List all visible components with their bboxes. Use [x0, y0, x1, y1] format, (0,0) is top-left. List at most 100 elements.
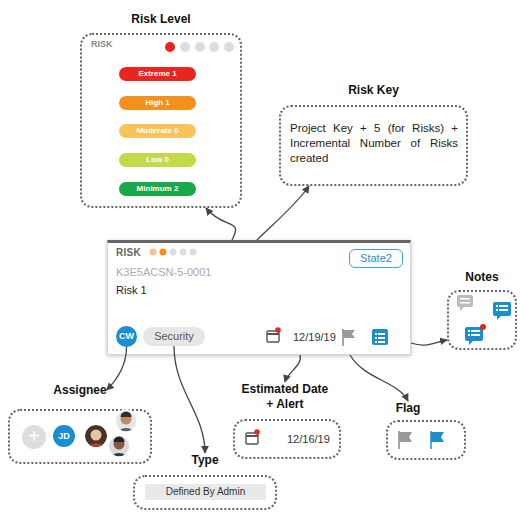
photo-face: [121, 414, 132, 425]
note-line: [460, 302, 470, 304]
callout-heading: Flag: [396, 401, 421, 415]
calendar-bar: [246, 435, 258, 437]
calendar-icon: [246, 429, 260, 444]
callout-heading: Notes: [465, 270, 498, 284]
level-label: Moderate 0: [119, 124, 196, 138]
level-pill: Minimum 2: [119, 182, 196, 196]
assignee-avatar: JD: [53, 425, 75, 447]
level-pill: Extreme 1: [119, 67, 196, 81]
assignee-callout: Assignee+JD: [8, 409, 152, 464]
assignee-photos: [85, 410, 137, 465]
note-line: [496, 305, 498, 307]
flag-variants: [399, 431, 444, 449]
flag-cloth: [399, 432, 412, 442]
note-bubble-blue: [465, 327, 483, 341]
field-value: Defined By Admin: [145, 484, 266, 500]
note-tail: [469, 340, 474, 345]
photo-bg: [115, 410, 137, 432]
level-label: Minimum 2: [119, 182, 196, 196]
photo-avatar: [115, 410, 137, 440]
photo-avatar: [85, 425, 107, 455]
flag-callout: Flag: [386, 420, 466, 460]
due-date: 12/16/19: [287, 433, 330, 445]
notes-callout: Notes: [447, 290, 517, 350]
add-sign: +: [22, 425, 46, 449]
risk-level-dots: [165, 42, 234, 52]
note-line: [471, 330, 480, 332]
type-callout: TypeDefined By Admin: [133, 475, 277, 510]
photo-face: [114, 439, 125, 450]
photo-bg: [108, 435, 130, 457]
callout-heading: Type: [191, 453, 218, 467]
risk-level-callout: Risk LevelRISKExtreme 1High 1Moderate 0L…: [80, 33, 242, 208]
add-button: +: [22, 425, 46, 449]
photo-ring: [108, 435, 130, 457]
notes-variants: [457, 295, 511, 345]
alert-dot: [254, 429, 260, 435]
callout-heading: Risk Level: [131, 12, 190, 26]
photo-body: [117, 428, 135, 440]
note-line: [460, 298, 470, 300]
risk-key: K3E5ACSN-5-0001: [116, 266, 211, 278]
callout-arrow: [174, 346, 205, 453]
photo-face: [91, 430, 102, 441]
callout-arrow: [411, 340, 447, 345]
date-callout: Estimated Date + Alert12/16/19: [233, 419, 341, 459]
tag-label: Security: [143, 327, 205, 346]
level-dot: [209, 42, 219, 52]
level-pill: Moderate 0: [119, 124, 196, 138]
due-date: 12/19/19: [293, 331, 336, 343]
note-line: [471, 334, 480, 336]
note-line: [468, 330, 470, 332]
level-pill: Low 0: [119, 153, 196, 167]
level-dot: [180, 42, 190, 52]
callout-arrow: [285, 355, 300, 382]
note-bubble-gray: [457, 295, 473, 307]
note-line: [468, 334, 470, 336]
callout-heading: Risk Key: [348, 83, 399, 97]
note-bubble-blue: [493, 302, 511, 316]
flag-cloth: [431, 432, 444, 442]
photo-avatar: [108, 435, 130, 465]
type-tag: Security: [143, 327, 205, 346]
avatar-initials: JD: [53, 425, 75, 447]
photo-ring: [115, 410, 137, 432]
state-button: State2: [349, 249, 403, 268]
level-label: Extreme 1: [119, 67, 196, 81]
callout-heading: Estimated Date + Alert: [239, 382, 331, 412]
level-dot: [224, 42, 234, 52]
avatar-initials: CW: [116, 326, 137, 347]
photo-hair: [114, 437, 125, 442]
level-pill: High 1: [119, 96, 196, 110]
card-kind: RISK: [91, 39, 113, 49]
level-dot: [165, 42, 175, 52]
callout-arrow: [350, 355, 408, 401]
level-label: Low 0: [119, 153, 196, 167]
photo-hair: [121, 412, 132, 418]
note-tail: [497, 315, 502, 320]
risk-card: RISK K3E5ACSN-5-0001Risk 1 12/19/19 State2C…: [107, 240, 411, 355]
alert-dot: [480, 324, 486, 330]
flag-pole: [430, 431, 432, 449]
level-label: High 1: [119, 96, 196, 110]
note-tail: [460, 306, 465, 311]
callout-arrow: [206, 208, 236, 240]
photo-body: [87, 443, 105, 455]
risk-key-callout: Risk KeyProject Key + 5 (for Risks) + In…: [279, 105, 468, 186]
type-field: Defined By Admin: [145, 484, 266, 500]
assignee-avatar: CW: [116, 326, 137, 347]
risk-title: Risk 1: [116, 284, 147, 296]
callout-body: Project Key + 5 (for Risks) + Incrementa…: [290, 121, 458, 166]
level-dot: [195, 42, 205, 52]
note-line: [499, 309, 508, 311]
flag-pole: [398, 431, 400, 449]
note-line: [499, 305, 508, 307]
callout-arrow: [257, 186, 309, 240]
photo-bg: [85, 425, 107, 447]
state-label: State2: [350, 250, 402, 267]
note-line: [496, 309, 498, 311]
card-kind: RISK: [116, 247, 141, 258]
calendar-body: [246, 433, 258, 444]
callout-heading: Assignee: [53, 383, 106, 397]
